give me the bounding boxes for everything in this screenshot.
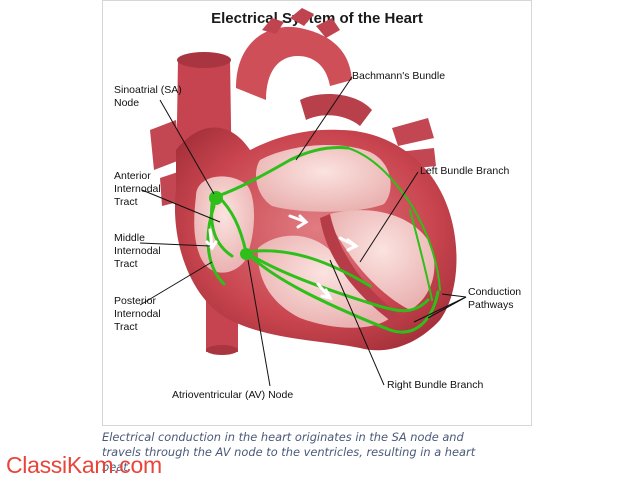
label-bachmanns-bundle: Bachmann's Bundle [352, 70, 446, 82]
aorta [236, 8, 352, 101]
flow-arrows [205, 214, 359, 301]
leader-lines [139, 76, 467, 387]
heart-illustration [139, 8, 467, 387]
figure-caption: Electrical conduction in the heart origi… [102, 430, 476, 474]
left-atrium [256, 145, 391, 212]
label-sa-node: Sinoatrial (SA)Node [114, 84, 182, 109]
watermark-logo: ClassiKam.com [6, 452, 162, 478]
conduction-pathways [206, 146, 441, 334]
septum [320, 214, 400, 322]
left-ventricle [330, 210, 435, 310]
diagram-title: Electrical System of the Heart [211, 10, 423, 27]
label-right-bundle-branch: Right Bundle Branch [387, 379, 484, 391]
right-ventricle [257, 235, 390, 328]
label-left-bundle-branch: Left Bundle Branch [420, 165, 510, 177]
av-node-marker [240, 248, 252, 260]
label-av-node: Atrioventricular (AV) Node [172, 389, 294, 401]
sa-node-marker [209, 191, 223, 205]
